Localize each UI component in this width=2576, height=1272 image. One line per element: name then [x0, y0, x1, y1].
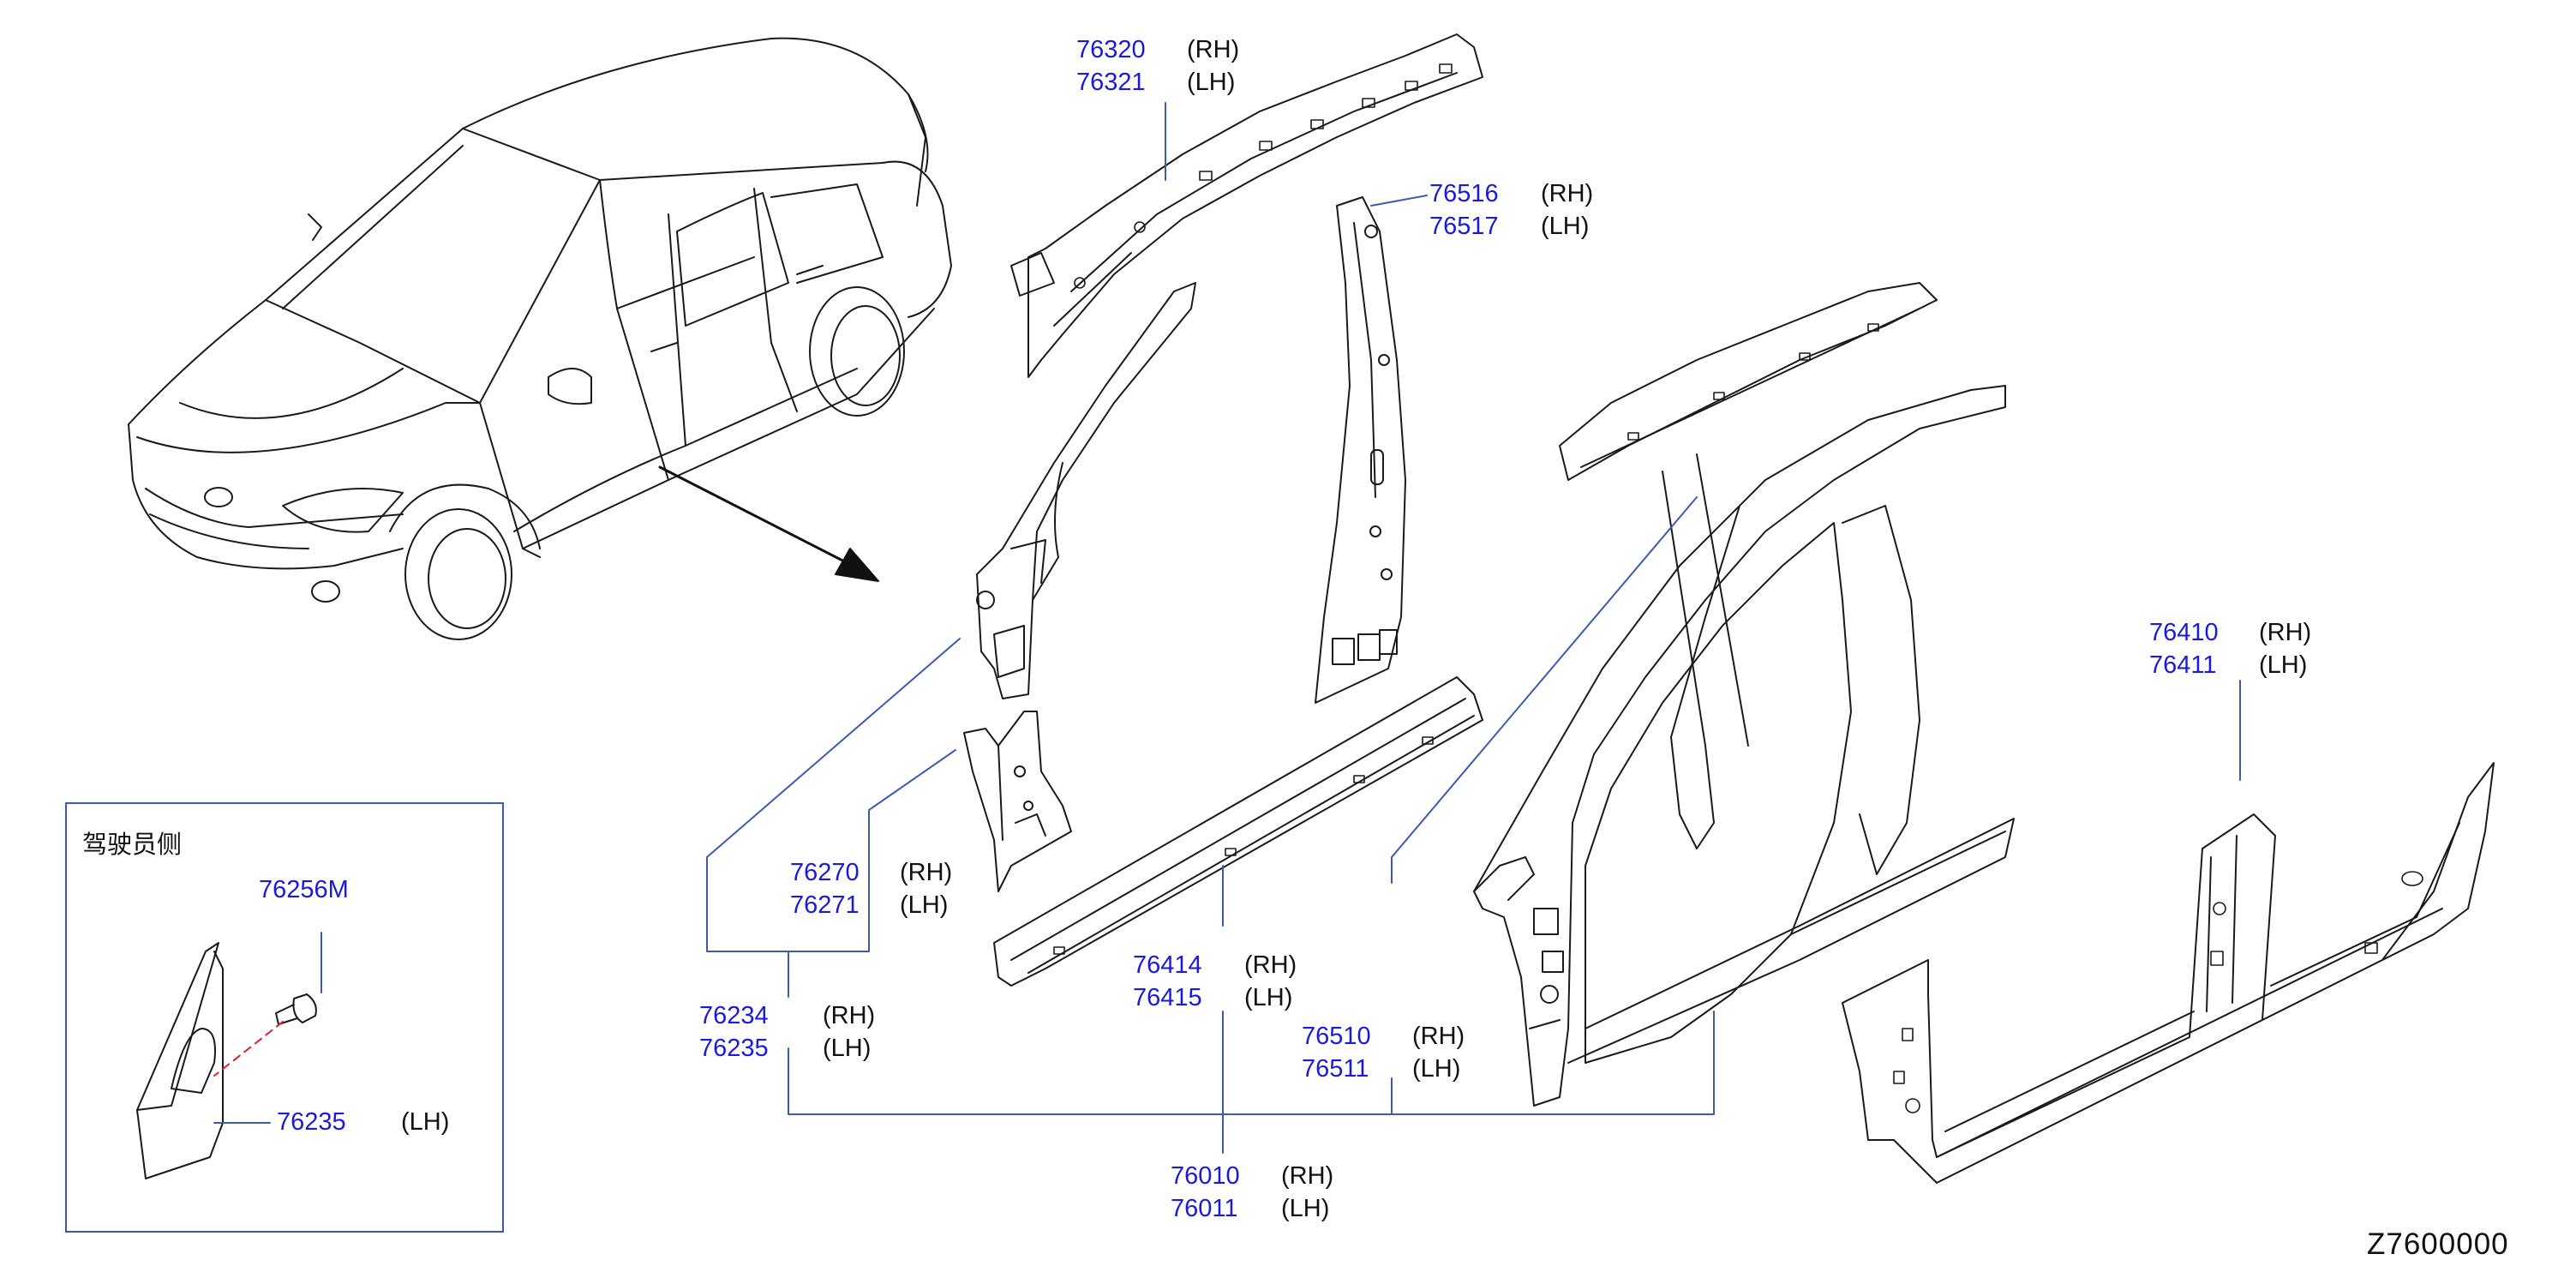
part-number-lh[interactable]: 76511 [1302, 1055, 1369, 1083]
part-number-lh[interactable]: 76415 [1133, 984, 1202, 1011]
side-label-lh: (LH) [1412, 1055, 1461, 1083]
side-label-lh: (LH) [900, 891, 949, 919]
part-number-rh[interactable]: 76516 [1429, 180, 1499, 207]
part-number-lh[interactable]: 76235 [699, 1035, 769, 1062]
part-number-lh[interactable]: 76011 [1171, 1195, 1238, 1222]
part-sill-outer [1842, 762, 2495, 1184]
part-center-pillar-reinforcement [1315, 196, 1406, 704]
side-label-rh: (RH) [1541, 180, 1594, 207]
part-number-clip[interactable]: 76256M [259, 876, 349, 903]
part-number-lh[interactable]: 76321 [1076, 69, 1146, 96]
part-number-rh[interactable]: 76414 [1133, 951, 1202, 979]
side-label-rh: (RH) [1281, 1162, 1334, 1190]
side-label-lh: (LH) [1244, 984, 1293, 1011]
diagram-code: Z7600000 [2367, 1227, 2509, 1261]
side-label-lh: (LH) [1187, 69, 1236, 96]
part-body-side-outer [1473, 282, 2015, 1107]
side-label-lh: (LH) [823, 1035, 872, 1062]
part-number-rh[interactable]: 76410 [2149, 619, 2219, 646]
part-front-pillar-lower [963, 711, 1072, 892]
side-label-rh: (RH) [1412, 1023, 1465, 1050]
part-number-rh[interactable]: 76320 [1076, 36, 1146, 63]
direction-arrow [658, 465, 879, 582]
part-number-inset-panel[interactable]: 76235 [277, 1108, 346, 1136]
car-illustration [128, 37, 952, 640]
side-label-lh: (LH) [2259, 651, 2308, 679]
side-label-lh: (LH) [401, 1108, 450, 1136]
inset-drawing [136, 942, 317, 1179]
side-label-rh: (RH) [2259, 619, 2312, 646]
side-label-rh: (RH) [900, 859, 953, 886]
part-number-rh[interactable]: 76234 [699, 1002, 769, 1029]
side-label-rh: (RH) [823, 1002, 876, 1029]
part-sill-inner [993, 676, 1483, 987]
inset-title: 驾驶员侧 [82, 831, 183, 859]
part-front-pillar-inner [976, 282, 1196, 699]
side-label-lh: (LH) [1281, 1195, 1330, 1222]
inset-panel [65, 802, 504, 1233]
part-number-lh[interactable]: 76411 [2149, 651, 2217, 679]
part-number-lh[interactable]: 76517 [1429, 213, 1499, 240]
part-roof-rail-inner [1010, 33, 1483, 378]
side-label-lh: (LH) [1541, 213, 1590, 240]
part-number-rh[interactable]: 76270 [790, 859, 860, 886]
leader-lines [213, 102, 2241, 1154]
side-label-rh: (RH) [1187, 36, 1240, 63]
part-number-lh[interactable]: 76271 [790, 891, 860, 919]
part-number-rh[interactable]: 76510 [1302, 1023, 1371, 1050]
part-number-rh[interactable]: 76010 [1171, 1162, 1240, 1190]
side-label-rh: (RH) [1244, 951, 1297, 979]
